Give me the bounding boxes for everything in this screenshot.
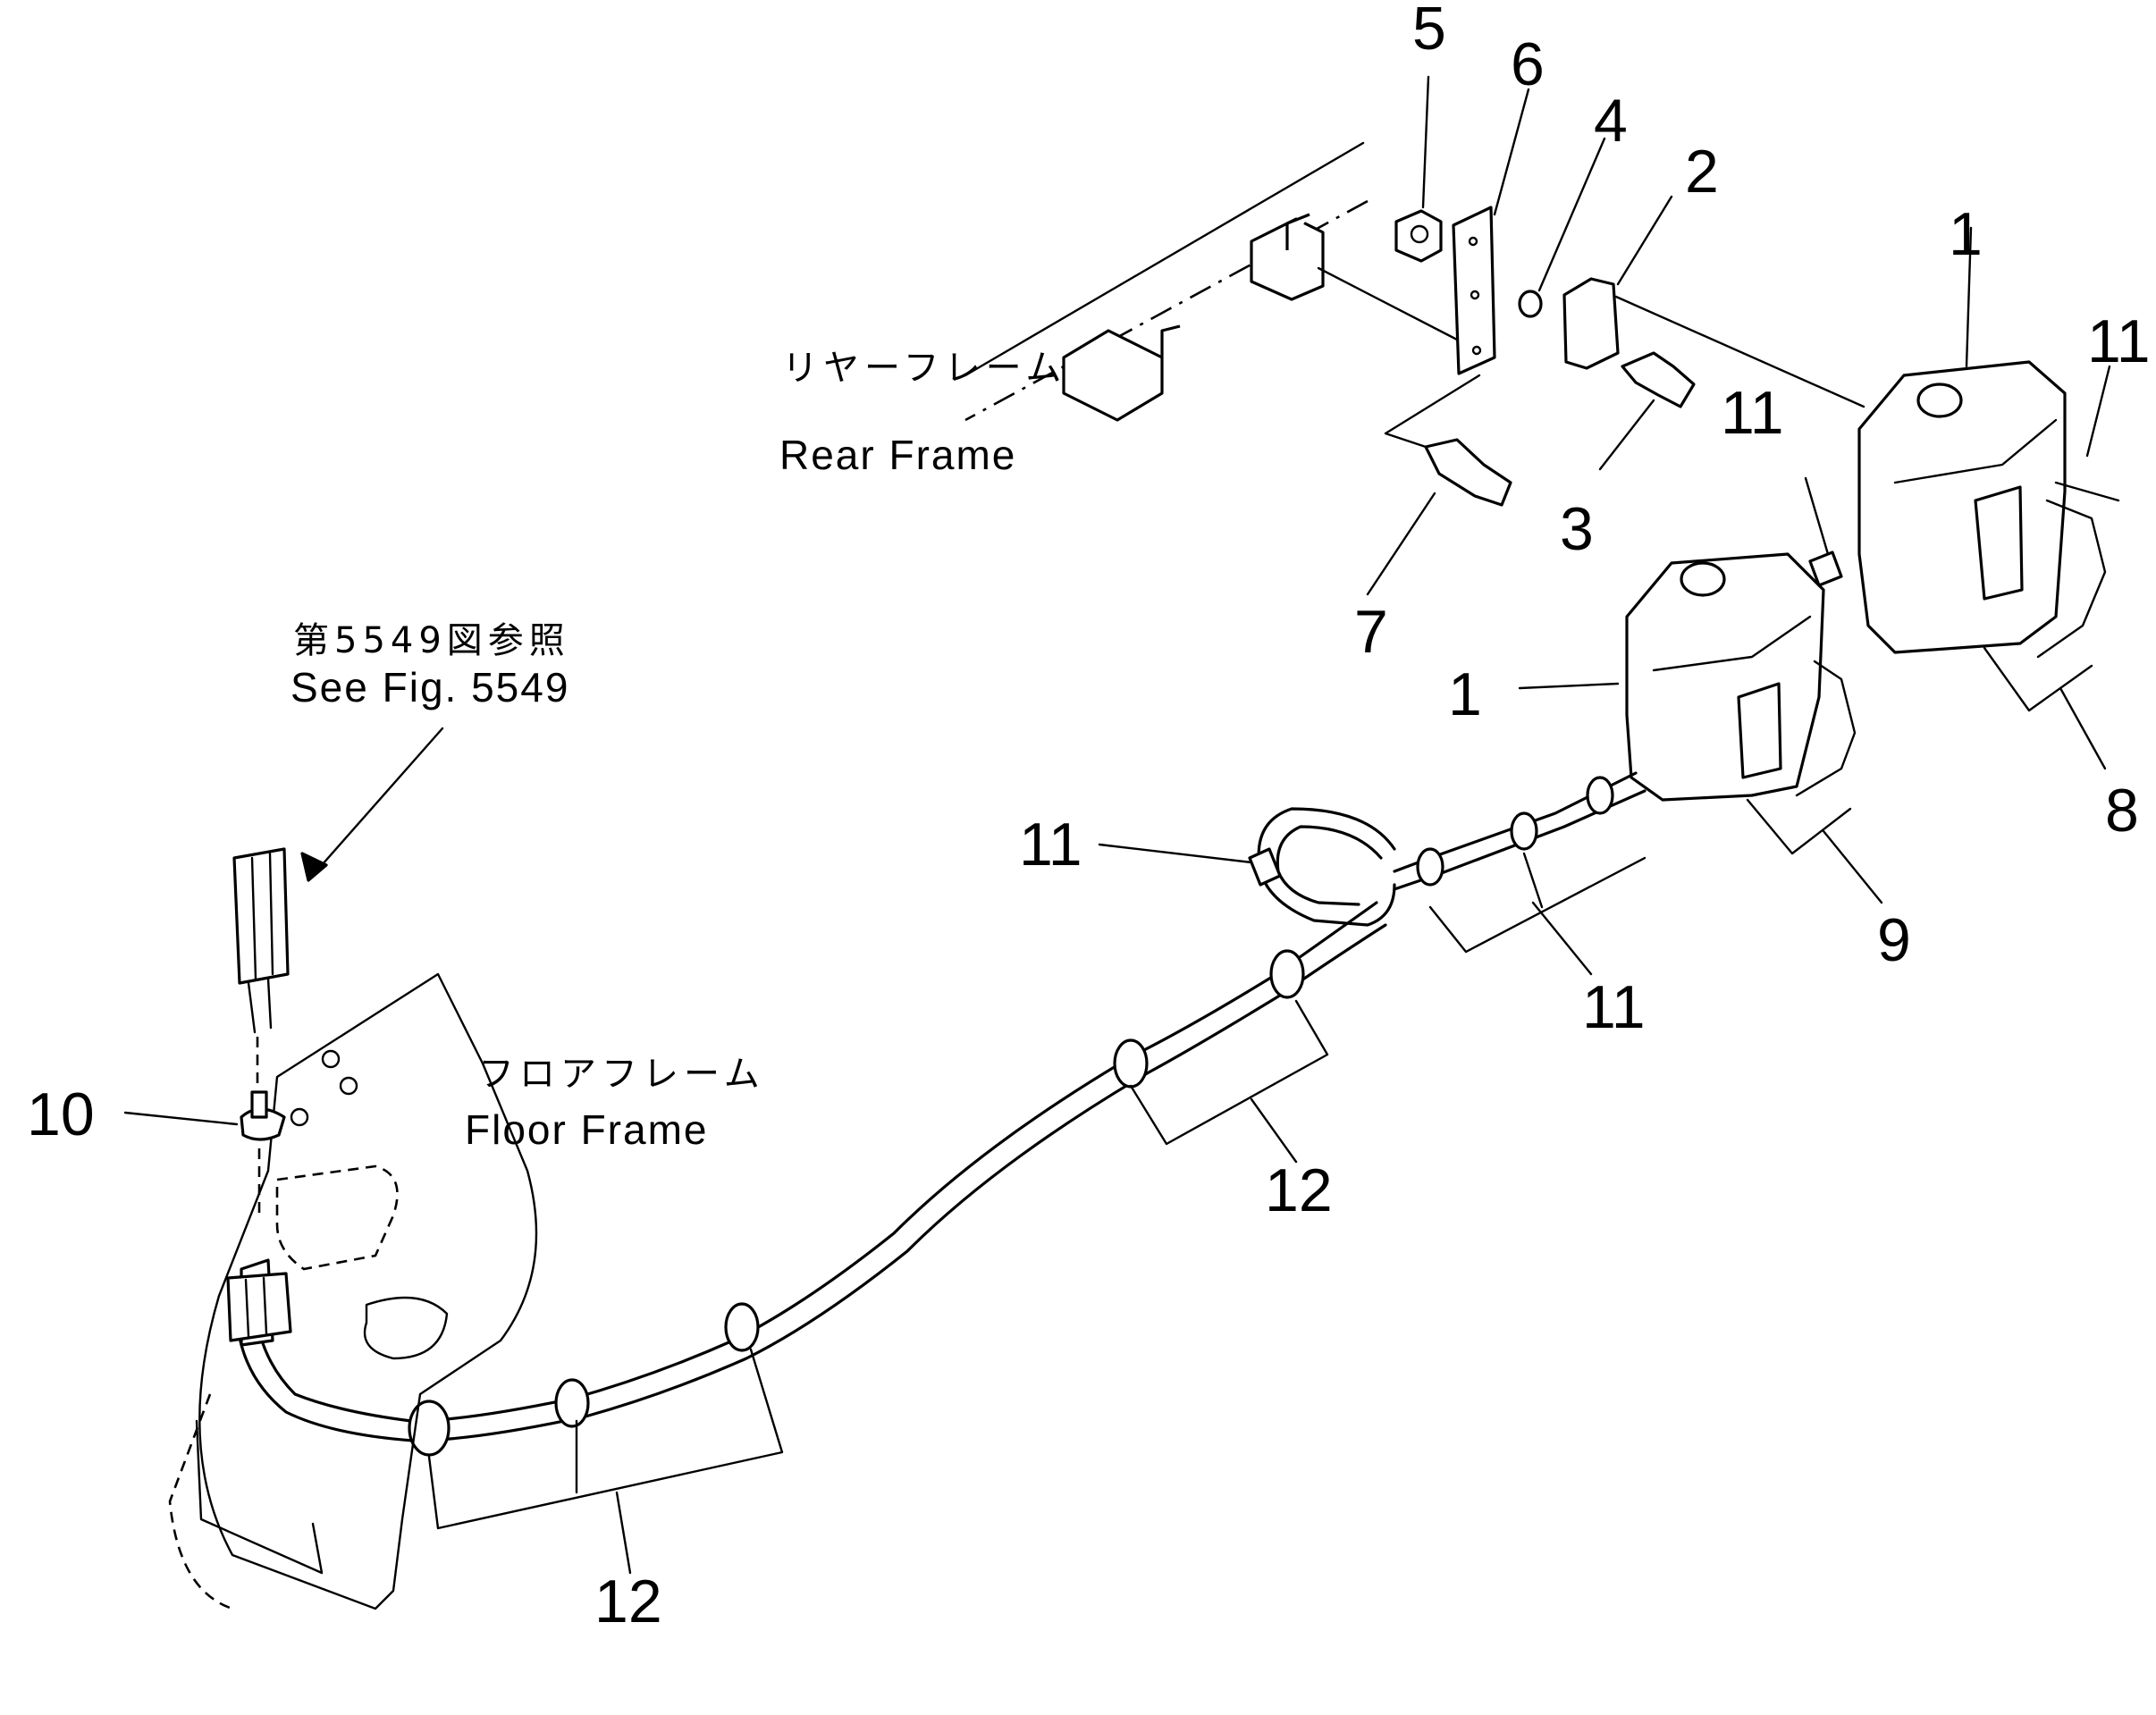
hose-clamp [554, 1378, 590, 1428]
floor-frame-label-jp: フロアフレーム [478, 1054, 765, 1095]
hose-clamp [724, 1302, 760, 1352]
bracket-hardware [1317, 75, 1865, 596]
clip-11-on-loop [1248, 847, 1282, 887]
floor-frame [168, 972, 538, 1610]
callout-9: 9 [1877, 906, 1911, 974]
callout-11-lower: 11 [1582, 973, 1646, 1041]
callout-11-bracket [1428, 856, 1646, 954]
callout-9-leader [1822, 829, 1883, 904]
callout-12-upper: 12 [1265, 1156, 1333, 1224]
see-fig-arrow [307, 727, 444, 882]
callout-12-bracket-upper [1129, 999, 1329, 1146]
hose-clip [1510, 811, 1538, 851]
callout-11-loop: 11 [1019, 811, 1082, 879]
hose-clamp [408, 1400, 451, 1457]
rear-frame-label-jp: リヤーフレーム [782, 348, 1066, 389]
floor-frame-label-en: Floor Frame [465, 1106, 708, 1153]
callout-1-lower: 1 [1448, 660, 1482, 728]
washer-hose-run [235, 771, 1646, 1457]
rear-frame [964, 141, 1369, 422]
see-fig-label-jp: 第5549図参照 [293, 620, 570, 661]
clip-11-between-tanks [1808, 551, 1843, 587]
hose-clip [1416, 847, 1444, 887]
callout-1-upper: 1 [1949, 200, 1983, 268]
hose-clip [1586, 776, 1614, 815]
callout-3: 3 [1560, 495, 1594, 563]
washer-tank-front [1518, 552, 1857, 802]
callout-11-upper-middle: 11 [1721, 379, 1784, 447]
callout-4: 4 [1594, 87, 1628, 155]
connector-assembly [123, 847, 292, 1347]
callout-10: 10 [27, 1080, 95, 1148]
callout-2: 2 [1685, 138, 1719, 206]
rear-frame-label-en: Rear Frame [779, 432, 1016, 478]
callout-8-leader [2059, 686, 2107, 770]
callout-12-lower: 12 [594, 1568, 662, 1635]
callout-11-upper-right: 11 [2087, 307, 2151, 375]
callout-9-bracket [1746, 798, 1852, 855]
callout-12-bracket-lower [427, 1348, 784, 1530]
callout-6: 6 [1511, 30, 1545, 98]
washer-tank-rear [1857, 226, 2120, 659]
callout-8: 8 [2105, 777, 2139, 845]
callout-8-bracket [1983, 646, 2093, 712]
callout-7: 7 [1354, 598, 1388, 666]
see-fig-label-en: See Fig. 5549 [291, 664, 569, 710]
hose-clamp [1113, 1038, 1149, 1089]
callout-5: 5 [1412, 0, 1446, 63]
hose-clamp [1269, 949, 1305, 999]
